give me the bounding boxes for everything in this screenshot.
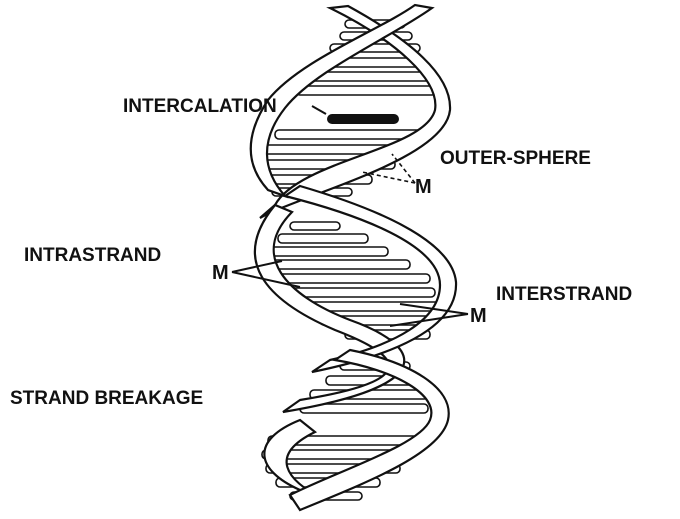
metal-label-outer-sphere: M xyxy=(415,176,432,198)
metal-label-intrastrand: M xyxy=(212,262,229,284)
pointer-intercalation xyxy=(312,106,326,114)
label-strand-breakage: STRAND BREAKAGE xyxy=(10,388,203,409)
label-interstrand: INTERSTRAND xyxy=(496,284,632,305)
label-intercalation: INTERCALATION xyxy=(123,96,277,117)
label-intrastrand: INTRASTRAND xyxy=(24,245,161,266)
intercalator-bar xyxy=(327,114,399,124)
label-outer-sphere: OUTER-SPHERE xyxy=(440,148,591,169)
metal-label-interstrand: M xyxy=(470,305,487,327)
